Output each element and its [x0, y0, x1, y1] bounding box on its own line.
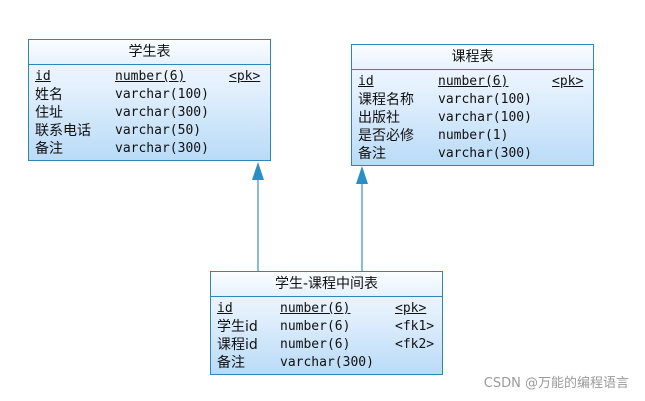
- attribute-row: 学生id number(6) <fk1>: [217, 318, 442, 336]
- entity-course-table[interactable]: 课程表 id number(6) <pk> 课程名称 varchar(100) …: [351, 44, 594, 166]
- field-name: 是否必修: [358, 128, 414, 144]
- field-name: 姓名: [35, 87, 63, 103]
- attribute-row: id number(6) <pk>: [35, 68, 270, 86]
- entity-title: 学生-课程中间表: [211, 272, 442, 297]
- attribute-row: 住址 varchar(300): [35, 104, 270, 122]
- field-type: varchar(300): [438, 146, 532, 161]
- field-name: 课程名称: [358, 92, 414, 108]
- key-marker: <pk>: [229, 69, 261, 84]
- field-type: number(6): [280, 301, 351, 316]
- key-marker: <pk>: [552, 74, 584, 89]
- entity-title: 学生表: [29, 40, 270, 65]
- field-type: number(6): [280, 319, 351, 334]
- attribute-row: 备注 varchar(300): [358, 145, 593, 163]
- key-marker: <pk>: [395, 301, 427, 316]
- key-marker: <fk2>: [395, 337, 435, 352]
- key-marker: <fk1>: [395, 319, 435, 334]
- entity-student-course-table[interactable]: 学生-课程中间表 id number(6) <pk> 学生id number(6…: [210, 271, 443, 375]
- field-name: 住址: [35, 105, 63, 121]
- attribute-row: 联系电话 varchar(50): [35, 122, 270, 140]
- field-type: varchar(100): [115, 87, 209, 102]
- attribute-row: 备注 varchar(300): [217, 354, 442, 372]
- field-name: 联系电话: [35, 123, 91, 139]
- watermark: CSDN @万能的编程语言: [483, 376, 629, 391]
- field-name: 课程id: [217, 337, 258, 353]
- field-type: varchar(100): [438, 110, 532, 125]
- field-name: id: [217, 301, 233, 316]
- field-type: varchar(300): [115, 141, 209, 156]
- field-type: number(6): [438, 74, 509, 89]
- field-name: id: [35, 69, 51, 84]
- attribute-row: id number(6) <pk>: [358, 73, 593, 91]
- attribute-row: 课程名称 varchar(100): [358, 91, 593, 109]
- field-name: id: [358, 74, 374, 89]
- field-name: 备注: [358, 146, 386, 162]
- entity-student-table[interactable]: 学生表 id number(6) <pk> 姓名 varchar(100) 住址…: [28, 39, 271, 161]
- attribute-row: 姓名 varchar(100): [35, 86, 270, 104]
- attribute-row: 课程id number(6) <fk2>: [217, 336, 442, 354]
- field-type: number(6): [115, 69, 186, 84]
- attribute-row: 出版社 varchar(100): [358, 109, 593, 127]
- arrow-to-course-table: [356, 166, 368, 184]
- field-name: 出版社: [358, 110, 400, 126]
- field-name: 备注: [217, 355, 245, 371]
- field-type: varchar(300): [280, 355, 374, 370]
- arrow-to-student-table: [252, 162, 264, 180]
- attribute-row: 是否必修 number(1): [358, 127, 593, 145]
- field-type: varchar(100): [438, 92, 532, 107]
- entity-title: 课程表: [352, 45, 593, 70]
- field-name: 备注: [35, 141, 63, 157]
- field-type: varchar(300): [115, 105, 209, 120]
- field-type: number(1): [438, 128, 509, 143]
- field-type: varchar(50): [115, 123, 202, 138]
- field-type: number(6): [280, 337, 351, 352]
- attribute-row: 备注 varchar(300): [35, 140, 270, 158]
- attribute-row: id number(6) <pk>: [217, 300, 442, 318]
- field-name: 学生id: [217, 319, 258, 335]
